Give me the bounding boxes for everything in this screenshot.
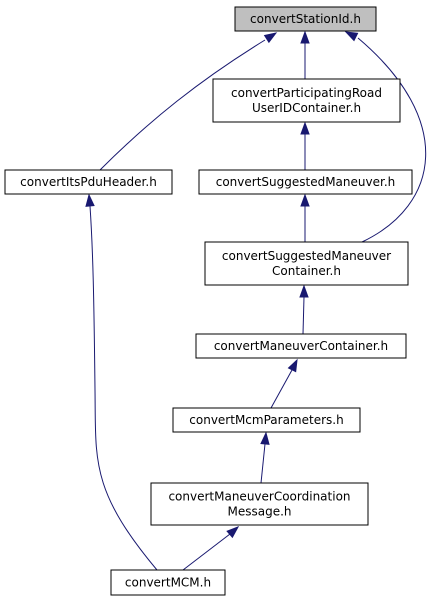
node-mcm[interactable]: convertMCM.h	[110, 569, 226, 596]
edge-mcm-to-itspdu	[85, 193, 158, 571]
edge-mcmparams-to-maneuvercont	[270, 358, 298, 409]
edge-suggestedcont-to-station	[344, 31, 427, 243]
node-box[interactable]	[204, 241, 409, 286]
node-label: convertMcmParameters.h	[189, 413, 343, 427]
arrowhead-icon	[287, 358, 298, 373]
arrowhead-icon	[263, 32, 278, 44]
node-label: convertItsPduHeader.h	[20, 175, 157, 189]
node-label: convertMCM.h	[125, 576, 211, 590]
edge-line	[99, 39, 266, 171]
arrowhead-icon	[260, 431, 270, 445]
edge-mcm-to-coordination	[182, 526, 240, 571]
node-label: convertStationId.h	[250, 12, 361, 26]
node-suggested[interactable]: convertSuggestedManeuver.h	[198, 169, 413, 195]
edge-suggested-to-participating	[300, 121, 310, 170]
edge-suggestedcont-to-suggested	[300, 193, 310, 242]
node-label: convertSuggestedManeuver.h	[216, 175, 396, 189]
node-itspdu[interactable]: convertItsPduHeader.h	[4, 169, 173, 195]
node-box[interactable]	[172, 407, 361, 433]
node-maneuvercont[interactable]: convertManeuverContainer.h	[195, 333, 407, 359]
arrowhead-icon	[344, 31, 359, 42]
node-participating[interactable]: convertParticipatingRoadUserIDContainer.…	[212, 78, 401, 123]
arrowhead-icon	[299, 284, 309, 298]
node-box[interactable]	[212, 78, 401, 123]
edge-line	[302, 296, 305, 335]
edge-line	[270, 369, 293, 409]
node-box[interactable]	[234, 6, 377, 32]
node-box[interactable]	[110, 569, 226, 596]
arrowhead-icon	[300, 121, 310, 135]
edge-participating-to-station	[300, 30, 310, 79]
arrowhead-icon	[300, 193, 310, 207]
edge-itspdu-to-station	[99, 32, 278, 171]
node-label: convertSuggestedManeuver	[222, 249, 391, 263]
node-label: Container.h	[272, 264, 341, 278]
arrowhead-icon	[85, 193, 95, 207]
arrowhead-icon	[300, 30, 310, 44]
edge-line	[357, 37, 427, 243]
arrowhead-icon	[226, 526, 240, 539]
node-box[interactable]	[4, 169, 173, 195]
node-label: convertManeuverContainer.h	[214, 339, 388, 353]
edge-line	[260, 443, 266, 484]
node-box[interactable]	[198, 169, 413, 195]
node-label: UserIDContainer.h	[252, 101, 361, 115]
edge-coordination-to-mcmparams	[260, 431, 270, 484]
node-station[interactable]: convertStationId.h	[234, 6, 377, 32]
node-mcmparams[interactable]: convertMcmParameters.h	[172, 407, 361, 433]
edge-line	[182, 533, 231, 571]
node-label: convertParticipatingRoad	[231, 86, 382, 100]
nodes-layer: convertStationId.h convertParticipatingRo…	[4, 6, 413, 596]
edge-maneuvercont-to-suggestedcont	[299, 284, 309, 335]
node-label: convertManeuverCoordination	[168, 490, 350, 504]
edges-layer	[85, 30, 427, 571]
edge-line	[89, 205, 158, 571]
node-label: Message.h	[227, 505, 291, 519]
node-box[interactable]	[195, 333, 407, 359]
node-box[interactable]	[150, 482, 369, 526]
